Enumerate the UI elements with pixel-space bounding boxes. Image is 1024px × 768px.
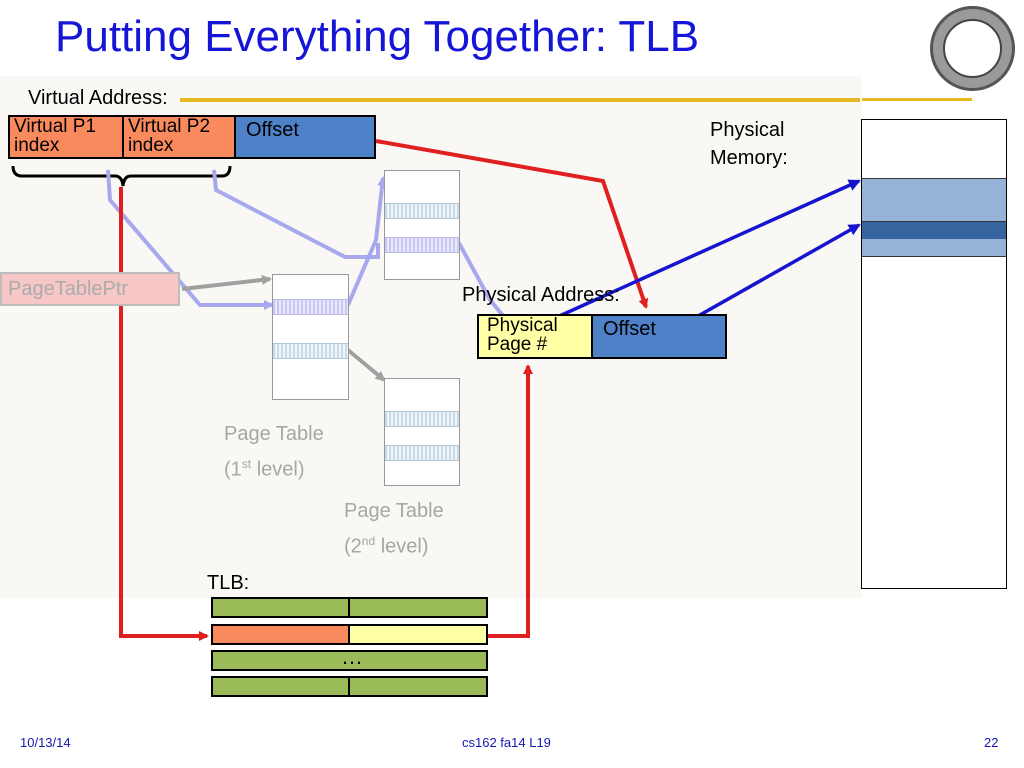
memory-target-word: [862, 221, 1006, 241]
pagetableptr-arrow: [181, 274, 272, 291]
page-table-level2-top: [384, 170, 460, 280]
tlb-row: …: [211, 644, 488, 671]
offset-to-memory-blue-arrow: [683, 223, 861, 326]
university-seal-logo: [930, 6, 1015, 91]
page-table-2nd-level-label: Page Table (2nd level): [344, 500, 444, 558]
gold-rule-right: [862, 98, 972, 101]
page-to-memory-blue-arrow: [554, 179, 861, 320]
page-table-entry: [385, 445, 459, 461]
p1-index-walk-line: [106, 169, 274, 310]
physical-address-label: Physical Address:: [462, 284, 620, 306]
p2-index-walk-line: [212, 169, 380, 259]
tlb-hit-physical-page: [348, 624, 488, 645]
page-table-entry: [385, 203, 459, 219]
memory-page-frame: [862, 178, 1006, 221]
page-table-level2-bottom: [384, 378, 460, 486]
page-table-1st-level-label: Page Table (1st level): [224, 423, 324, 481]
tlb-lookup-red-arrow: [119, 187, 209, 641]
tlb-row: [211, 597, 488, 618]
footer-course: cs162 fa14 L19: [462, 735, 551, 750]
gold-rule: [180, 98, 860, 102]
level2-to-physical-page-line: [457, 242, 507, 320]
page-table-entry: [273, 343, 348, 359]
tlb-row: [211, 676, 488, 697]
tlb-label: TLB:: [207, 572, 250, 594]
level1-to-level2-line: [346, 176, 388, 306]
physical-memory-label: Physical Memory:: [710, 119, 788, 169]
physical-memory: [861, 119, 1007, 589]
level1-to-level2-gray-arrow: [346, 348, 386, 382]
page-table-entry-selected: [385, 237, 459, 253]
tlb-row-hit: [211, 624, 488, 645]
page-table-level1: [272, 274, 349, 400]
memory-page-frame-tail: [862, 239, 1006, 257]
page-table-entry: [385, 411, 459, 427]
page-table-entry-selected: [273, 299, 348, 315]
footer-page-number: 22: [984, 735, 999, 750]
virtual-offset-field: Offset: [234, 115, 376, 159]
tlb-result-red-arrow: [487, 364, 533, 638]
virtual-address-label: Virtual Address:: [28, 87, 168, 109]
tlb-hit-virtual-page: [211, 624, 351, 645]
virtual-address-bracket: [11, 165, 232, 187]
slide-title: Putting Everything Together: TLB: [55, 12, 700, 61]
offset-copy-red-arrow: [375, 139, 649, 309]
tlb: …: [211, 597, 488, 700]
physical-offset-field: Offset: [591, 314, 727, 359]
tlb-ellipsis: …: [341, 644, 363, 669]
physical-page-field: Physical Page #: [477, 314, 593, 359]
virtual-p1-index-field: Virtual P1 index: [8, 115, 124, 159]
footer-date: 10/13/14: [20, 735, 71, 750]
page-table-ptr-register: PageTablePtr: [0, 272, 180, 306]
virtual-p2-index-field: Virtual P2 index: [122, 115, 236, 159]
